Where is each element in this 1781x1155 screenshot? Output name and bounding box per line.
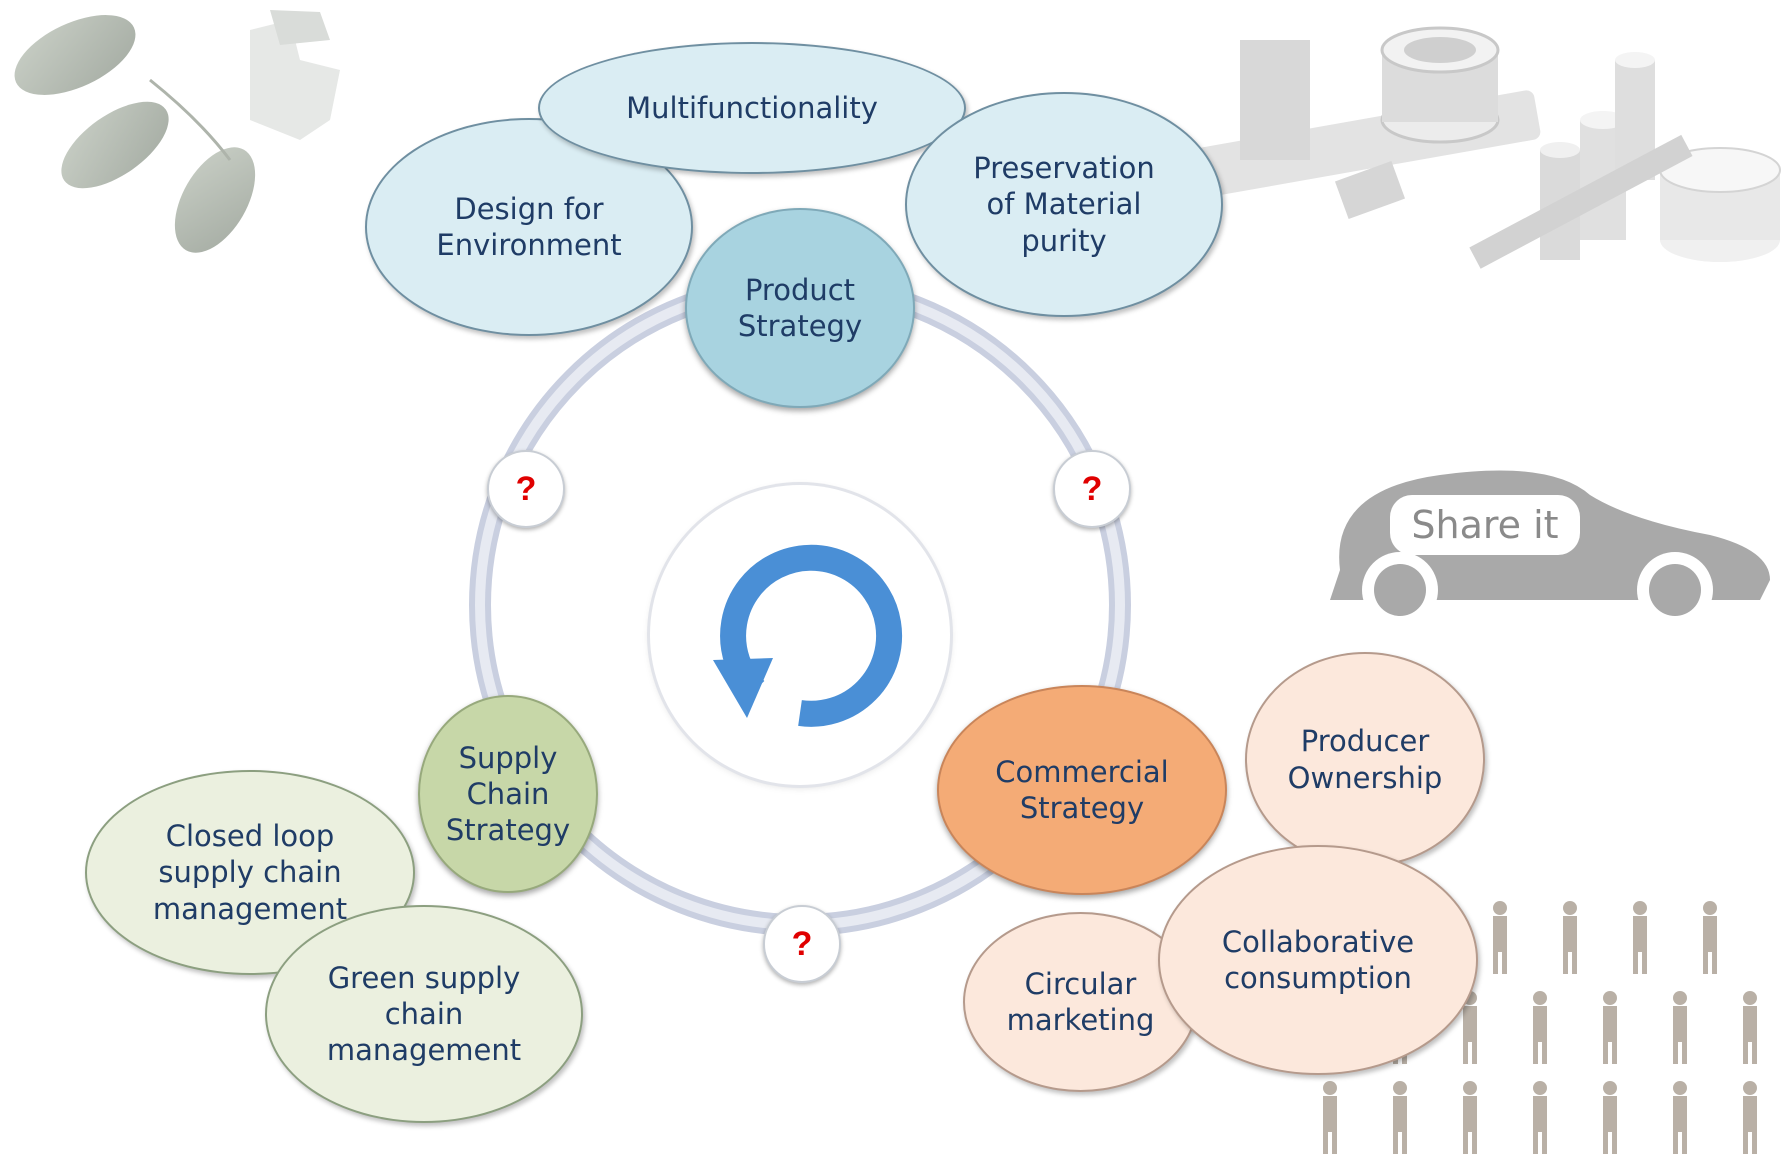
core-product-label: Product Strategy — [737, 272, 863, 343]
bubble-preservation-material-purity: Preservation of Material purity — [905, 92, 1223, 317]
core-commercial-label: Commercial Strategy — [995, 754, 1169, 825]
cycle-arrow-icon — [713, 544, 903, 727]
bubble-multi-label: Multifunctionality — [626, 90, 878, 125]
core-product-strategy: Product Strategy — [685, 208, 915, 408]
bubble-circular-label: Circular marketing — [1006, 966, 1155, 1037]
metal-materials-illustration — [1179, 26, 1781, 269]
core-commercial-strategy: Commercial Strategy — [937, 685, 1227, 895]
question-mark-text: ? — [791, 924, 813, 963]
question-mark-text: ? — [515, 469, 537, 508]
bubble-design-label: Design for Environment — [436, 191, 622, 262]
core-supply-chain-strategy: Supply Chain Strategy — [418, 695, 598, 893]
bubble-preservation-label: Preservation of Material purity — [973, 151, 1155, 258]
question-marker-bottom: ? — [763, 905, 841, 983]
bubble-green-label: Green supply chain management — [326, 960, 522, 1068]
question-mark-text: ? — [1081, 469, 1103, 508]
bubble-multifunctionality: Multifunctionality — [538, 42, 966, 174]
bubble-green-supply-chain: Green supply chain management — [265, 905, 583, 1123]
bubble-circular-marketing: Circular marketing — [963, 912, 1198, 1092]
car-sign-text: Share it — [1411, 503, 1558, 547]
leaves-spray-illustration — [14, 10, 340, 253]
bubble-collab-label: Collaborative consumption — [1221, 924, 1415, 995]
core-supply-label: Supply Chain Strategy — [445, 740, 571, 848]
bubble-producer-label: Producer Ownership — [1287, 724, 1443, 795]
question-marker-right: ? — [1053, 450, 1131, 528]
bubble-collaborative-consumption: Collaborative consumption — [1158, 845, 1478, 1075]
share-car-illustration: Share it — [1330, 470, 1770, 628]
question-marker-left: ? — [487, 450, 565, 528]
bubble-closed-label: Closed loop supply chain management — [152, 819, 348, 926]
bubble-producer-ownership: Producer Ownership — [1245, 652, 1485, 867]
bubble-closed-loop-supply-chain: Closed loop supply chain management — [85, 770, 415, 975]
center-cycle-circle — [650, 485, 950, 785]
